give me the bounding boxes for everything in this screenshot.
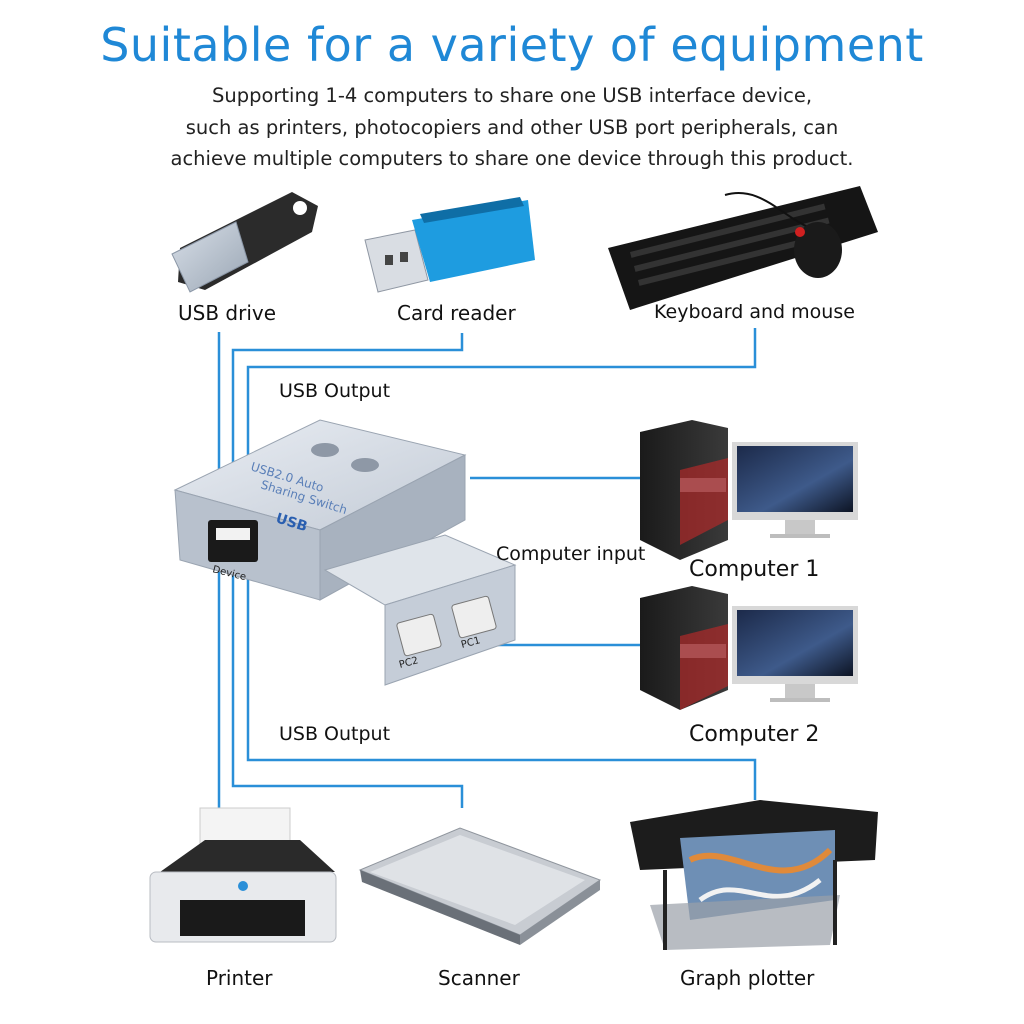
switch-port-pc2-label: PC2 xyxy=(398,655,420,671)
label-usb-output-top: USB Output xyxy=(279,380,391,402)
label-computer-input: Computer input xyxy=(496,543,646,565)
label-scanner: Scanner xyxy=(438,966,520,990)
subtitle-line-3: achieve multiple computers to share one … xyxy=(170,147,854,170)
printer-illustration xyxy=(149,807,337,943)
label-usb-output-bottom: USB Output xyxy=(279,723,391,745)
switch-usb-logo: USB xyxy=(274,511,309,536)
switch-port-pc1-label: PC1 xyxy=(460,635,482,651)
computer-1-illustration xyxy=(640,420,858,560)
subtitle-line-2: such as printers, photocopiers and other… xyxy=(185,116,839,139)
usb-drive-illustration xyxy=(171,192,318,293)
scanner-illustration xyxy=(358,827,602,945)
label-keyboard-mouse: Keyboard and mouse xyxy=(654,301,855,323)
computer-2-illustration xyxy=(640,586,858,710)
label-computer-2: Computer 2 xyxy=(689,722,820,747)
subtitle-line-1: Supporting 1-4 computers to share one US… xyxy=(211,84,813,107)
label-card-reader: Card reader xyxy=(397,301,516,325)
label-computer-1: Computer 1 xyxy=(689,557,820,582)
label-graph-plotter: Graph plotter xyxy=(680,966,815,990)
page-title: Suitable for a variety of equipment xyxy=(100,18,924,72)
usb-switch-illustration xyxy=(173,419,517,686)
card-reader-illustration xyxy=(364,197,535,293)
label-printer: Printer xyxy=(206,966,273,990)
keyboard-mouse-illustration xyxy=(608,186,878,310)
switch-device-port-label: Device xyxy=(211,564,247,583)
graph-plotter-illustration xyxy=(630,800,878,950)
label-usb-drive: USB drive xyxy=(178,301,277,325)
